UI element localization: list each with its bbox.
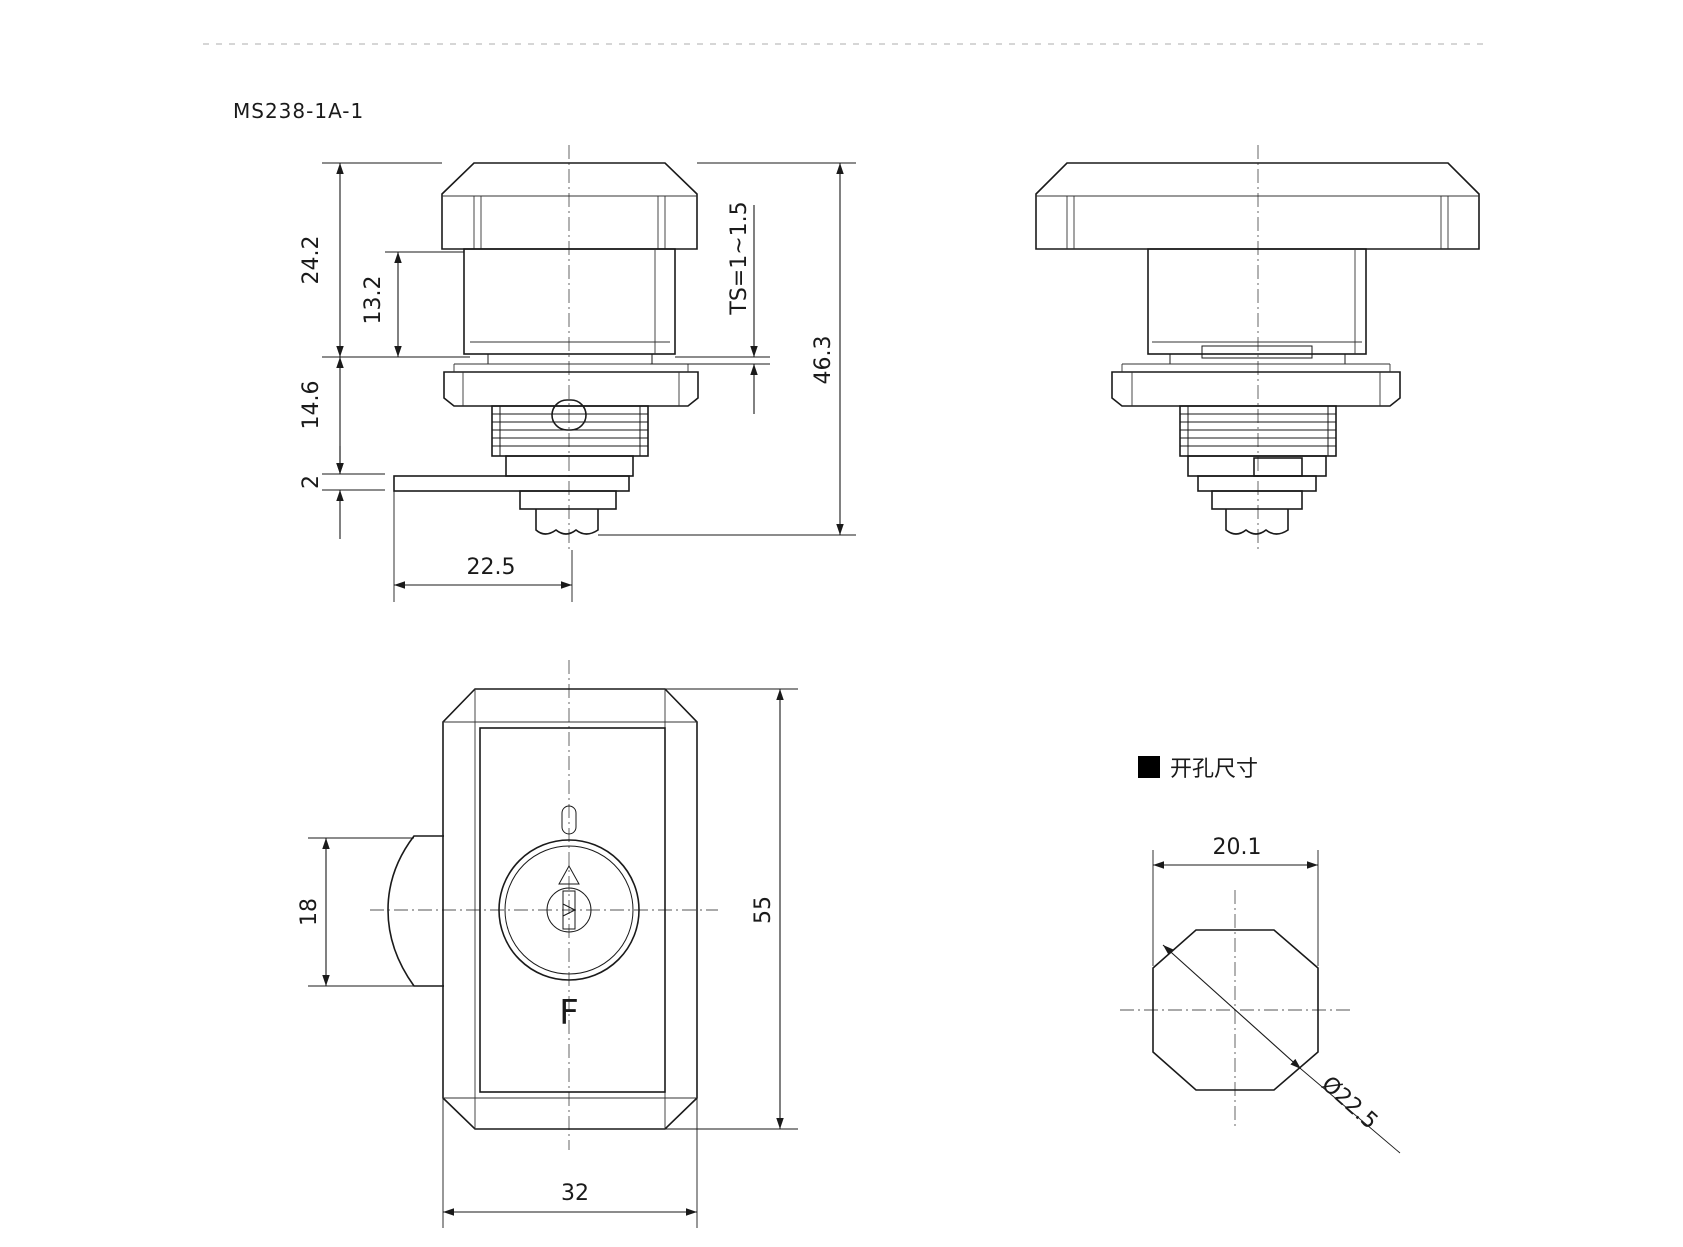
dim-cutout-diameter: Ø22.5 — [1316, 1072, 1382, 1135]
cutout-marker-icon — [1138, 756, 1160, 778]
top-view: F 18 55 32 — [297, 660, 798, 1228]
dim-cam-length: 22.5 — [467, 555, 516, 580]
arrow-up-icon — [558, 864, 580, 885]
cutout-view: 开孔尺寸 20.1 Ø22.5 — [1120, 756, 1401, 1154]
model-label: MS238-1A-1 — [233, 99, 364, 123]
dim-thread-length: 14.6 — [299, 381, 324, 430]
side-view — [1035, 145, 1480, 552]
dim-panel-thickness: TS=1~1.5 — [727, 201, 752, 315]
dim-cam-thickness: 2 — [299, 475, 324, 489]
dim-head-height: 24.2 — [299, 236, 324, 285]
cutout-title: 开孔尺寸 — [1170, 757, 1258, 782]
dim-cutout-width: 20.1 — [1213, 835, 1262, 860]
mark-zero-icon — [561, 805, 577, 835]
dim-body-height: 13.2 — [361, 276, 386, 325]
dim-head-length: 55 — [751, 896, 776, 924]
face-mark-bottom: F — [559, 993, 579, 1033]
dim-head-width: 32 — [561, 1181, 589, 1206]
front-view: 24.2 13.2 14.6 2 TS=1~1.5 46.3 22.5 — [299, 145, 856, 602]
dim-total-height: 46.3 — [811, 336, 836, 385]
dim-cam-width: 18 — [297, 898, 322, 926]
